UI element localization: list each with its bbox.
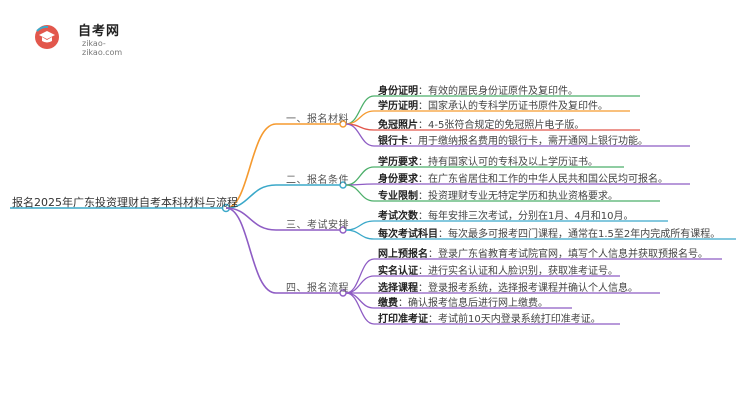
graduation-cap-icon xyxy=(35,25,59,49)
logo-url: zikao-zikao.com xyxy=(82,39,123,57)
root-node: 报名2025年广东投资理财自考本科材料与流程 xyxy=(12,196,238,209)
leaf-bank-card: 银行卡：用于缴纳报名费用的银行卡，需开通网上银行功能。 xyxy=(378,136,648,147)
site-logo[interactable]: 自考网 zikao-zikao.com xyxy=(20,14,140,57)
leaf-identity-requirement: 身份要求：在广东省居住和工作的中华人民共和国公民均可报名。 xyxy=(378,174,668,185)
leaf-education-proof: 学历证明：国家承认的专科学历证书原件及复印件。 xyxy=(378,101,608,112)
branch-process: 四、报名流程 xyxy=(286,283,349,294)
leaf-print-admission-ticket: 打印准考证：考试前10天内登录系统打印准考证。 xyxy=(378,314,601,325)
logo-title: 自考网 xyxy=(78,24,121,39)
leaf-photo: 免冠照片：4-5张符合规定的免冠照片电子版。 xyxy=(378,120,585,131)
leaf-id-proof: 身份证明：有效的居民身份证原件及复印件。 xyxy=(378,86,578,97)
leaf-online-preregistration: 网上预报名：登录广东省教育考试院官网，填写个人信息并获取预报名号。 xyxy=(378,249,708,260)
branch-materials: 一、报名材料 xyxy=(286,114,349,125)
leaf-exam-count: 考试次数：每年安排三次考试，分别在1月、4月和10月。 xyxy=(378,211,634,222)
branch-conditions: 二、报名条件 xyxy=(286,175,349,186)
leaf-exam-subjects: 每次考试科目：每次最多可报考四门课程，通常在1.5至2年内完成所有课程。 xyxy=(378,229,721,240)
leaf-education-requirement: 学历要求：持有国家认可的专科及以上学历证书。 xyxy=(378,157,598,168)
leaf-major-restriction: 专业限制：投资理财专业无特定学历和执业资格要求。 xyxy=(378,191,618,202)
branch-exam-schedule: 三、考试安排 xyxy=(286,220,349,231)
leaf-real-name-auth: 实名认证：进行实名认证和人脸识别，获取准考证号。 xyxy=(378,266,618,277)
leaf-course-selection: 选择课程：登录报考系统，选择报考课程并确认个人信息。 xyxy=(378,283,638,294)
leaf-payment: 缴费：确认报考信息后进行网上缴费。 xyxy=(378,298,548,309)
